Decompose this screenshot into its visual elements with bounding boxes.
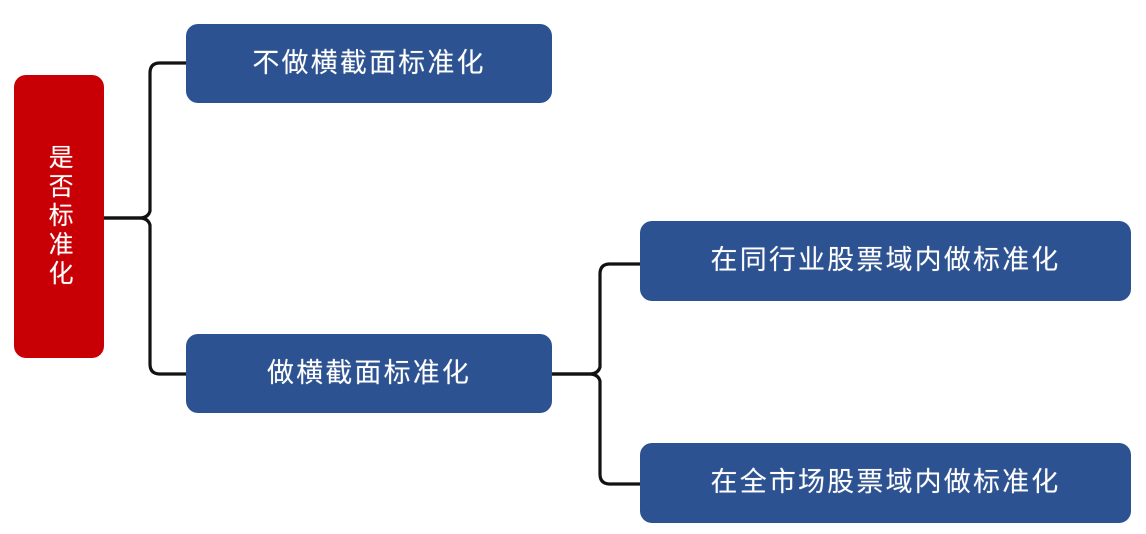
node-root-standardization[interactable]: 是否标准化 [14,75,104,358]
node-label: 不做横截面标准化 [252,47,486,79]
node-label: 在同行业股票域内做标准化 [710,245,1061,277]
node-standardize-within-industry[interactable]: 在同行业股票域内做标准化 [640,221,1131,301]
node-standardize-whole-market[interactable]: 在全市场股票域内做标准化 [640,443,1131,523]
node-no-cross-sectional-standardization[interactable]: 不做横截面标准化 [186,24,552,103]
brace-level1-to-level2 [550,262,642,376]
brace-root-to-level1-lower [102,216,188,376]
node-label: 做横截面标准化 [266,357,472,389]
brace-root-to-level1 [102,61,188,220]
node-root-label: 是否标准化 [45,144,75,289]
node-label: 在全市场股票域内做标准化 [710,467,1061,499]
brace-level1-to-level2-lower [550,372,642,486]
node-do-cross-sectional-standardization[interactable]: 做横截面标准化 [186,334,552,413]
